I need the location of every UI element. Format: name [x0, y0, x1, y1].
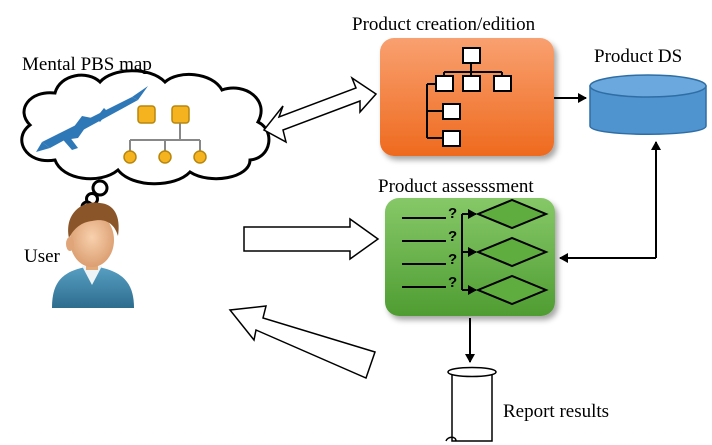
assessment-question-mark: ? [448, 274, 457, 291]
product-creation-box [380, 38, 554, 156]
assessment-question-mark: ? [448, 228, 457, 245]
assessment-flow-icon [402, 198, 549, 306]
pbs-tree-icon [123, 105, 207, 164]
database-cylinder-icon [589, 74, 707, 135]
user-avatar-icon [52, 202, 134, 308]
user-label: User [24, 246, 61, 267]
scroll-document-icon [445, 366, 497, 442]
db-assessment-connector [559, 141, 661, 263]
cloud-creation-double-arrow [262, 76, 378, 144]
assessment-question-mark: ? [448, 205, 457, 222]
creation-label: Product creation/edition [352, 14, 536, 35]
assessment-to-user-arrow [228, 305, 376, 380]
user-to-assessment-arrow [243, 217, 380, 261]
report-label: Report results [503, 401, 609, 422]
creation-tree-icon [426, 47, 512, 147]
database-label: Product DS [594, 46, 682, 67]
mental-map-label: Mental PBS map [22, 54, 152, 75]
assessment-question-mark: ? [448, 251, 457, 268]
rocket-icon [36, 86, 148, 152]
thought-cloud-icon [20, 69, 271, 214]
assessment-label: Product assesssment [378, 176, 534, 197]
